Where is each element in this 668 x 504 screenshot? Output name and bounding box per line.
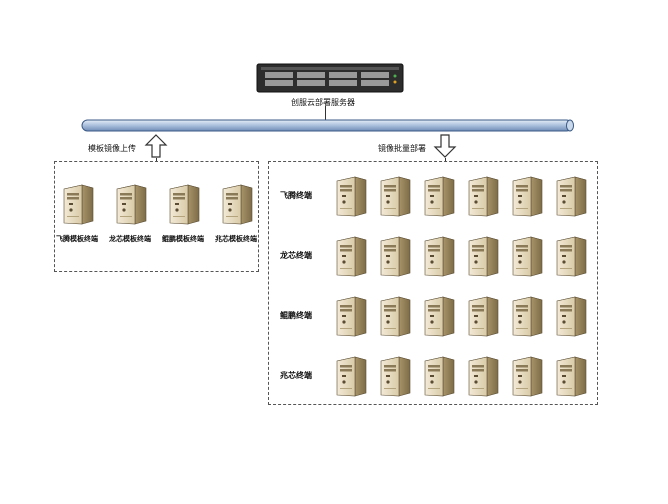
terminal-row-label: 飞腾终端 <box>280 191 312 200</box>
terminal-pc-icon <box>377 175 411 217</box>
rack-server-icon <box>255 62 405 96</box>
terminal-pc-icon <box>421 175 455 217</box>
template-pc-label: 兆芯模板终端 <box>215 235 257 243</box>
terminal-pc-icon <box>465 295 499 337</box>
template-pc-icon <box>113 183 147 225</box>
terminal-pc-icon <box>465 175 499 217</box>
terminal-pc-icon <box>465 235 499 277</box>
terminal-pc-icon <box>377 355 411 397</box>
template-pc-label: 鲲鹏模板终端 <box>162 235 204 243</box>
terminal-pc-icon <box>333 175 367 217</box>
template-pc-icon <box>60 183 94 225</box>
terminal-pc-icon <box>333 355 367 397</box>
terminal-pc-icon <box>553 235 587 277</box>
terminal-pc-icon <box>421 355 455 397</box>
terminal-pc-icon <box>377 235 411 277</box>
template-pc-label: 飞腾模板终端 <box>56 235 98 243</box>
terminal-pc-icon <box>509 295 543 337</box>
terminal-row-label: 龙芯终端 <box>280 251 312 260</box>
terminal-pc-icon <box>333 295 367 337</box>
deploy-label: 镜像批量部署 <box>378 144 426 153</box>
template-terminals-group <box>54 161 259 272</box>
terminal-pc-icon <box>553 355 587 397</box>
template-pc-label: 龙芯模板终端 <box>109 235 151 243</box>
deploy-arrow-icon <box>433 134 457 158</box>
terminal-pc-icon <box>553 295 587 337</box>
terminal-row-label: 兆芯终端 <box>280 371 312 380</box>
terminal-pc-icon <box>509 175 543 217</box>
network-bus <box>80 118 576 134</box>
deploy-connector <box>445 158 446 162</box>
terminal-pc-icon <box>377 295 411 337</box>
terminal-pc-icon <box>421 235 455 277</box>
terminal-pc-icon <box>421 295 455 337</box>
upload-connector <box>156 158 157 162</box>
terminal-pc-icon <box>509 235 543 277</box>
template-pc-icon <box>219 183 253 225</box>
terminal-row-label: 鲲鹏终端 <box>280 311 312 320</box>
terminal-pc-icon <box>333 235 367 277</box>
terminal-pc-icon <box>509 355 543 397</box>
terminal-pc-icon <box>553 175 587 217</box>
upload-label: 模板镜像上传 <box>88 144 136 153</box>
template-pc-icon <box>166 183 200 225</box>
terminal-pc-icon <box>465 355 499 397</box>
terminals-group <box>268 161 598 405</box>
server-connector <box>325 106 326 120</box>
server-label: 创服云部署服务器 <box>291 98 355 107</box>
upload-arrow-icon <box>144 134 168 158</box>
